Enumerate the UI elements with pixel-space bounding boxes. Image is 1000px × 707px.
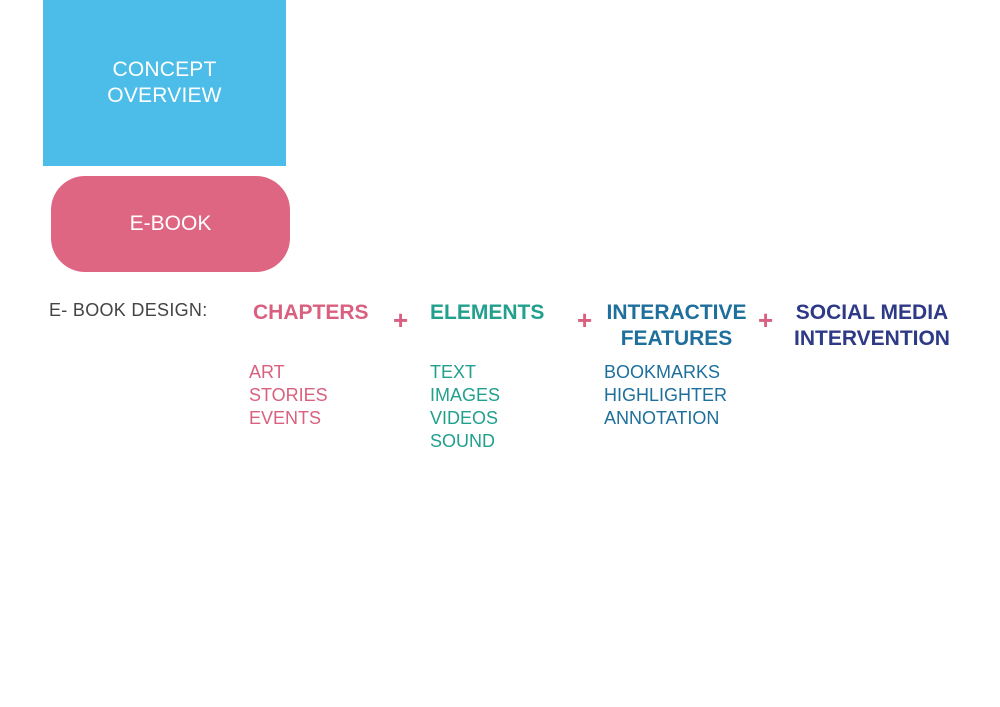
chapters-heading: CHAPTERS <box>253 300 369 326</box>
list-item: ANNOTATION <box>604 408 720 428</box>
interactive-features-heading: INTERACTIVE FEATURES <box>604 300 749 352</box>
interactive-heading-line-2: FEATURES <box>620 327 733 350</box>
list-item: TEXT <box>430 362 477 382</box>
ebook-label: E-BOOK <box>129 212 212 235</box>
social-heading-line-2: INTERVENTION <box>794 327 950 350</box>
chapters-list: ART STORIES EVENTS <box>249 361 328 430</box>
elements-list: TEXT IMAGES VIDEOS SOUND <box>430 361 500 453</box>
social-media-heading: SOCIAL MEDIA INTERVENTION <box>788 300 956 352</box>
plus-sign-1: + <box>393 305 409 335</box>
concept-overview-box: CONCEPT OVERVIEW <box>43 0 286 166</box>
list-item: VIDEOS <box>430 408 499 428</box>
ebook-pill: E-BOOK <box>51 176 290 272</box>
concept-line-2: OVERVIEW <box>107 84 222 107</box>
list-item: HIGHLIGHTER <box>604 385 728 405</box>
list-item: STORIES <box>249 385 328 405</box>
list-item: ART <box>249 362 285 382</box>
concept-line-1: CONCEPT <box>112 58 217 81</box>
list-item: IMAGES <box>430 385 501 405</box>
list-item: SOUND <box>430 431 496 451</box>
list-item: BOOKMARKS <box>604 362 721 382</box>
social-heading-line-1: SOCIAL MEDIA <box>795 301 949 324</box>
plus-sign-3: + <box>758 305 774 335</box>
chapters-heading-line-1: CHAPTERS <box>253 301 369 324</box>
plus-sign-2: + <box>577 305 593 335</box>
interactive-features-list: BOOKMARKS HIGHLIGHTER ANNOTATION <box>604 361 727 430</box>
elements-heading: ELEMENTS <box>430 300 544 326</box>
list-item: EVENTS <box>249 408 322 428</box>
interactive-heading-line-1: INTERACTIVE <box>606 301 747 324</box>
ebook-design-label: E- BOOK DESIGN: <box>49 300 208 320</box>
elements-heading-line-1: ELEMENTS <box>430 301 545 324</box>
